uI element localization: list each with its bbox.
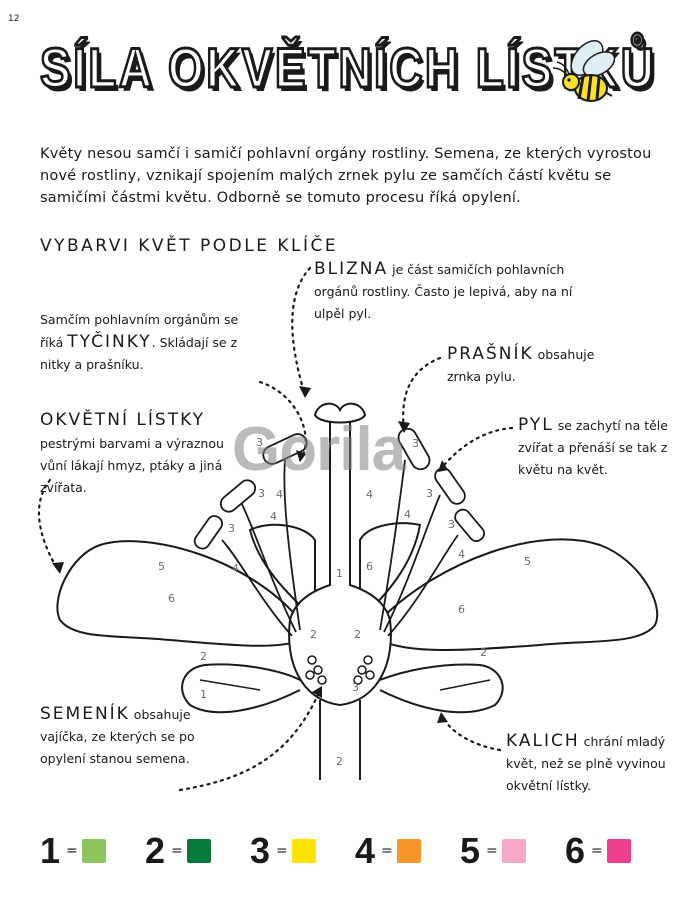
diagram-label: 2 [200, 650, 207, 663]
diagram-label: 5 [158, 560, 165, 573]
key-swatch [291, 839, 316, 863]
diagram-label: 2 [354, 628, 361, 641]
key-swatch [606, 839, 631, 863]
term-prasnik: PRAŠNÍK [447, 344, 534, 364]
key-item-2: 2 = [145, 826, 211, 876]
term-pyl: PYL [518, 415, 554, 435]
note-tycinky: Samčím pohlavním orgánům se říká TYČINKY… [40, 309, 240, 376]
key-equals: = [381, 843, 393, 859]
leader-arrowheads [52, 386, 448, 723]
term-tycinky: TYČINKY [67, 332, 152, 352]
text-kalich: chrání mladý květ, než se plně vyvinou o… [506, 734, 666, 793]
sepal-right [379, 663, 504, 714]
diagram-label: 1 [200, 688, 207, 701]
petal-left [56, 540, 301, 647]
key-equals: = [486, 843, 498, 859]
text-tycinky-before: Samčím pohlavním orgánům se říká [40, 312, 239, 350]
key-item-4: 4 = [355, 826, 421, 876]
text-pyl: se zachytí na těle zvířat a přenáší se t… [518, 418, 668, 477]
key-item-1: 1 = [40, 826, 106, 876]
key-equals: = [66, 843, 78, 859]
diagram-label: 3 [426, 487, 433, 500]
diagram-label: 2 [480, 646, 487, 659]
key-equals: = [171, 843, 183, 859]
ovary [288, 419, 392, 707]
key-item-5: 5 = [460, 826, 526, 876]
key-number: 5 [460, 830, 481, 871]
key-equals: = [276, 843, 288, 859]
diagram-label: 5 [524, 555, 531, 568]
diagram-label: 3 [352, 681, 359, 694]
diagram-label: 4 [366, 488, 373, 501]
petal-right [379, 538, 659, 651]
key-swatch [501, 839, 526, 863]
diagram-label: 3 [258, 487, 265, 500]
key-number: 1 [40, 830, 61, 871]
key-swatch [186, 839, 211, 863]
key-number: 2 [145, 830, 166, 871]
key-swatch [81, 839, 106, 863]
note-pyl: PYL se zachytí na těle zvířat a přenáší … [518, 414, 668, 481]
diagram-label: 6 [168, 592, 175, 605]
diagram-label: 4 [270, 510, 277, 523]
page-number: 12 [8, 14, 20, 24]
stem [319, 700, 361, 780]
watermark: Gorila [232, 415, 406, 484]
diagram-label: 3 [256, 436, 263, 449]
coloring-instruction: VYBARVI KVĚT PODLE KLÍČE [40, 236, 339, 256]
diagram-label: 2 [310, 628, 317, 641]
text-blizna: je část samičích pohlavních orgánů rostl… [314, 262, 573, 321]
term-okvetni-listky: OKVĚTNÍ LÍSTKY [40, 410, 206, 430]
diagram-label: 3 [448, 518, 455, 531]
diagram-label: 4 [458, 548, 465, 561]
term-kalich: KALICH [506, 731, 580, 751]
diagram-label: 4 [276, 488, 283, 501]
term-semenik: SEMENÍK [40, 704, 130, 724]
note-blizna: BLIZNA je část samičích pohlavních orgán… [314, 258, 574, 325]
bee-icon [552, 40, 615, 102]
filaments [221, 459, 459, 637]
key-equals: = [591, 843, 603, 859]
diagram-label: 3 [228, 522, 235, 535]
diagram-label: 6 [458, 603, 465, 616]
diagram-label: 6 [366, 560, 373, 573]
intro-paragraph: Květy nesou samčí i samičí pohlavní orgá… [40, 146, 652, 206]
key-swatch [396, 839, 421, 863]
key-number: 6 [565, 830, 586, 871]
key-number: 3 [250, 830, 271, 871]
color-key: 1 = 2 = 3 = 4 = 5 = 6 = [40, 826, 660, 876]
key-number: 4 [355, 830, 376, 871]
text-semenik: obsahuje vajíčka, ze kterých se po opyle… [40, 707, 195, 766]
key-item-3: 3 = [250, 826, 316, 876]
term-blizna: BLIZNA [314, 259, 389, 279]
note-prasnik: PRAŠNÍK obsahuje zrnka pylu. [447, 343, 627, 388]
diagram-label: 4 [404, 508, 411, 521]
note-okvetni-listky: OKVĚTNÍ LÍSTKY pestrými barvami a výrazno… [40, 409, 240, 499]
text-tycinky-after: . Skládají se z nitky a prašníku. [40, 335, 238, 372]
note-kalich: KALICH chrání mladý květ, než se plně vy… [506, 730, 676, 797]
text-prasnik: obsahuje zrnka pylu. [447, 347, 595, 384]
leader-lines [37, 266, 514, 792]
diagram-label: 2 [336, 755, 343, 768]
stigma [313, 402, 367, 424]
anthers [193, 427, 485, 550]
diagram-label: 3 [412, 437, 419, 450]
sepal-left [181, 663, 301, 714]
diagram-label: 4 [232, 562, 239, 575]
diagram-label: 1 [336, 567, 343, 580]
key-item-6: 6 = [565, 826, 631, 876]
text-okvetni-listky: pestrými barvami a výraznou vůní lákají … [40, 436, 224, 495]
ovules [305, 655, 375, 685]
note-semenik: SEMENÍK obsahuje vajíčka, ze kterých se … [40, 703, 200, 770]
